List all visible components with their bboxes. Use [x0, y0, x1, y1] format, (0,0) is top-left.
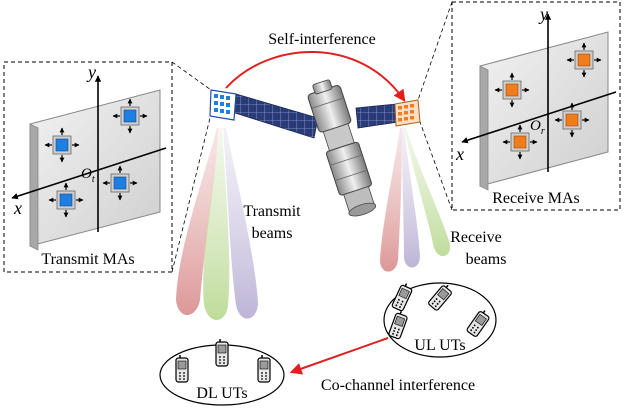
receive-beams-label-2: beams [466, 251, 507, 268]
receive-beam-green [404, 128, 451, 257]
phone-icon [387, 309, 410, 341]
phone-icon [215, 338, 229, 367]
phone-icon [426, 281, 455, 312]
phone-icon [257, 354, 271, 383]
phone-icon [175, 354, 189, 383]
co-channel-arrow [289, 337, 389, 375]
transmit-beam-red [176, 128, 219, 315]
receive-mas-panel: x y Or Receive MAs [417, 1, 621, 211]
antenna-panel-icon [209, 89, 237, 121]
phone-icon [390, 281, 415, 313]
dl-uts-group: DL UTs [159, 338, 285, 406]
receive-mas-label: Receive MAs [492, 190, 580, 207]
transmit-mas-label: Transmit MAs [41, 251, 134, 268]
receive-beams [380, 128, 451, 272]
y-axis-label: y [86, 62, 96, 82]
x-axis [11, 147, 167, 200]
antenna-panel-icon [394, 99, 421, 127]
self-interference-label: Self-interference [268, 31, 375, 48]
transmit-beams-label-2: beams [252, 225, 293, 242]
dl-uts-label: DL UTs [196, 385, 247, 402]
co-channel-label: Co-channel interference [321, 377, 475, 394]
transmit-beams-label: Transmit [243, 203, 301, 220]
phone-icon [465, 307, 493, 339]
ul-uts-group: UL UTs [383, 281, 497, 358]
receive-beams-label: Receive [450, 229, 502, 246]
x-axis [461, 91, 617, 144]
origin-label: Or [530, 118, 545, 137]
transmit-beam-purple [223, 128, 258, 319]
receive-beam-purple [402, 128, 420, 268]
ul-uts-label: UL UTs [414, 337, 465, 354]
transmit-beams [176, 128, 258, 320]
y-axis-label: y [538, 4, 548, 24]
x-axis-label: x [13, 198, 22, 218]
satellite-icon [209, 79, 421, 217]
transmit-beam-green [203, 128, 230, 320]
x-axis-label: x [455, 144, 464, 164]
transmit-mas-panel: x y Ot Transmit MAs [3, 61, 212, 273]
self-interference-arrow [225, 51, 406, 102]
receive-beam-red-fill [380, 128, 402, 272]
origin-label: Ot [81, 166, 95, 185]
